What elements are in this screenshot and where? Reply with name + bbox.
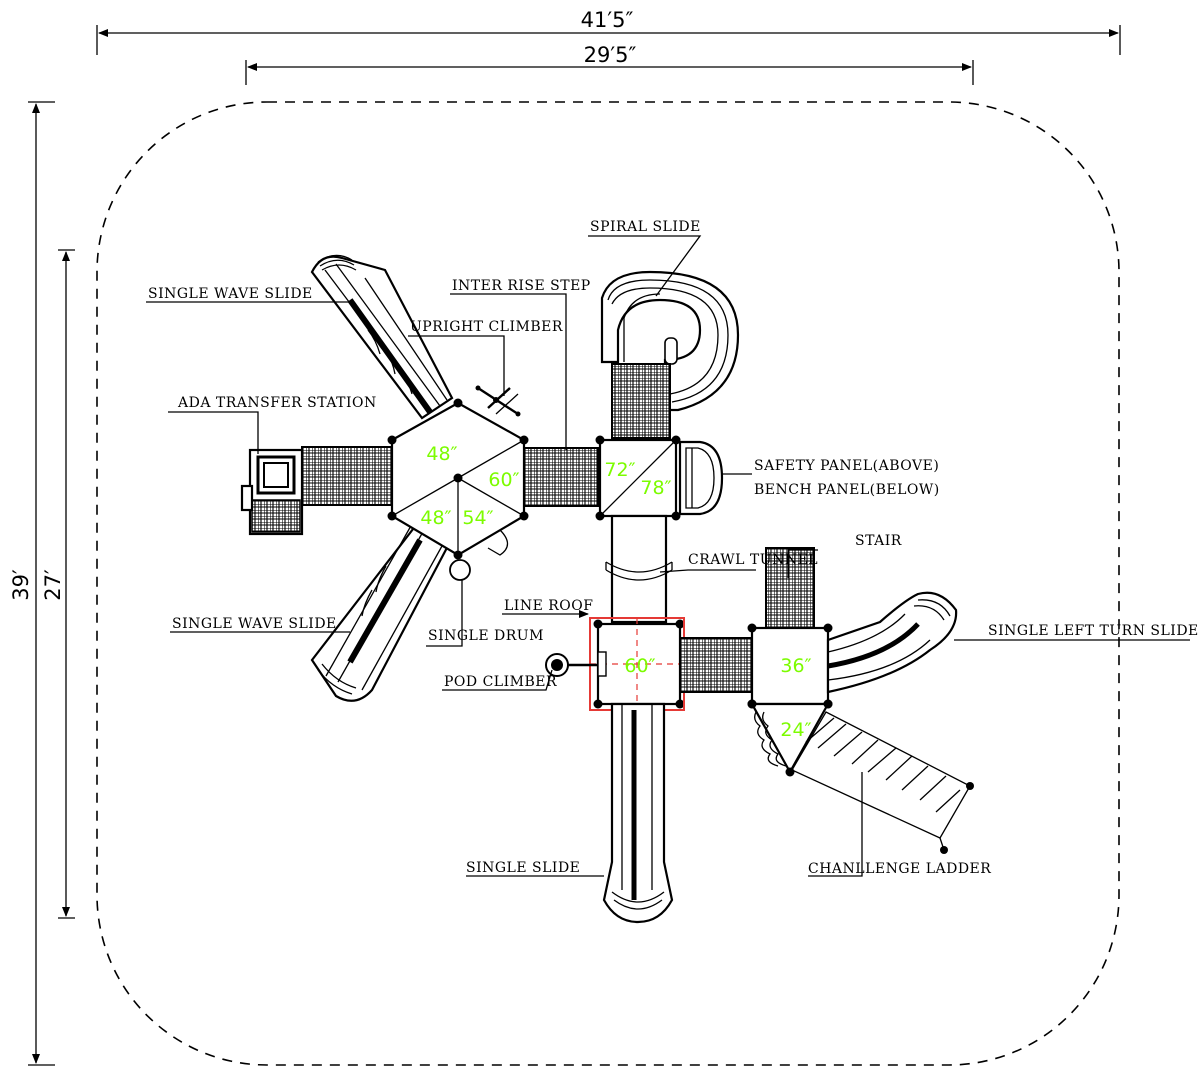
label-upright-climber: UPRIGHT CLIMBER (410, 319, 563, 335)
single-left-turn-slide (826, 591, 958, 694)
label-safety-panel: SAFETY PANEL(ABOVE) (754, 458, 939, 474)
label-inter-rise-step: INTER RISE STEP (452, 278, 591, 294)
leader-lines (146, 235, 1190, 877)
deck-height-54: 54″ (462, 507, 493, 529)
deck-height-60-left: 60″ (488, 469, 519, 491)
challenge-ladder (791, 711, 974, 854)
deck-height-60-center: 60″ (624, 655, 655, 677)
deck-height-24: 24″ (780, 719, 811, 741)
bridge-center-to-36 (679, 637, 753, 693)
equipment-width-dimension: 29′5″ (584, 43, 637, 67)
label-single-wave-slide-bottom: SINGLE WAVE SLIDE (172, 616, 337, 632)
label-ada-transfer-station: ADA TRANSFER STATION (177, 395, 377, 411)
single-wave-slide-bottom (310, 518, 452, 702)
deck-height-48-top: 48″ (426, 443, 457, 465)
label-line-roof: LINE ROOF (504, 598, 593, 614)
overall-depth-dimension: 39′ (9, 569, 33, 601)
overall-width-dimension: 41′5″ (581, 8, 634, 32)
label-spiral-slide: SPIRAL SLIDE (590, 219, 701, 235)
inter-rise-step (523, 447, 599, 507)
deck-heights: 48″ 60″ 48″ 54″ 72″ 78″ 60″ 36″ 24″ (420, 443, 811, 741)
tower-deck-72-78 (595, 435, 681, 521)
label-single-drum: SINGLE DRUM (428, 628, 544, 644)
deck-height-48-bottom: 48″ (420, 507, 451, 529)
label-single-wave-slide-top: SINGLE WAVE SLIDE (148, 286, 313, 302)
single-slide (602, 702, 674, 924)
single-wave-slide-top (310, 254, 454, 420)
dimension-lines (28, 25, 1121, 1066)
label-stair: STAIR (855, 533, 902, 549)
label-pod-climber: POD CLIMBER (444, 674, 557, 690)
equipment-depth-dimension: 27′ (41, 569, 65, 601)
safety-zone-boundary (96, 101, 1120, 1066)
deck-24 (747, 699, 833, 777)
deck-height-72: 72″ (604, 459, 635, 481)
upright-climber (475, 385, 521, 417)
deck-height-78: 78″ (640, 477, 671, 499)
label-single-slide: SINGLE SLIDE (466, 860, 580, 876)
stair (765, 547, 815, 629)
label-single-left-turn-slide: SINGLE LEFT TURN SLIDE (988, 623, 1199, 639)
deck-height-36: 36″ (780, 655, 811, 677)
ada-transfer-station (240, 446, 393, 536)
safety-bench-panel (678, 440, 724, 516)
crawl-tunnel (605, 514, 673, 624)
single-drum (449, 559, 471, 581)
hex-deck-cluster (387, 398, 529, 560)
label-crawl-tunnel: CRAWL TUNNEL (688, 552, 818, 568)
label-bench-panel: BENCH PANEL(BELOW) (754, 482, 940, 498)
label-challenge-ladder: CHANLLENGE LADDER (808, 861, 991, 877)
spiral-slide (600, 270, 740, 439)
